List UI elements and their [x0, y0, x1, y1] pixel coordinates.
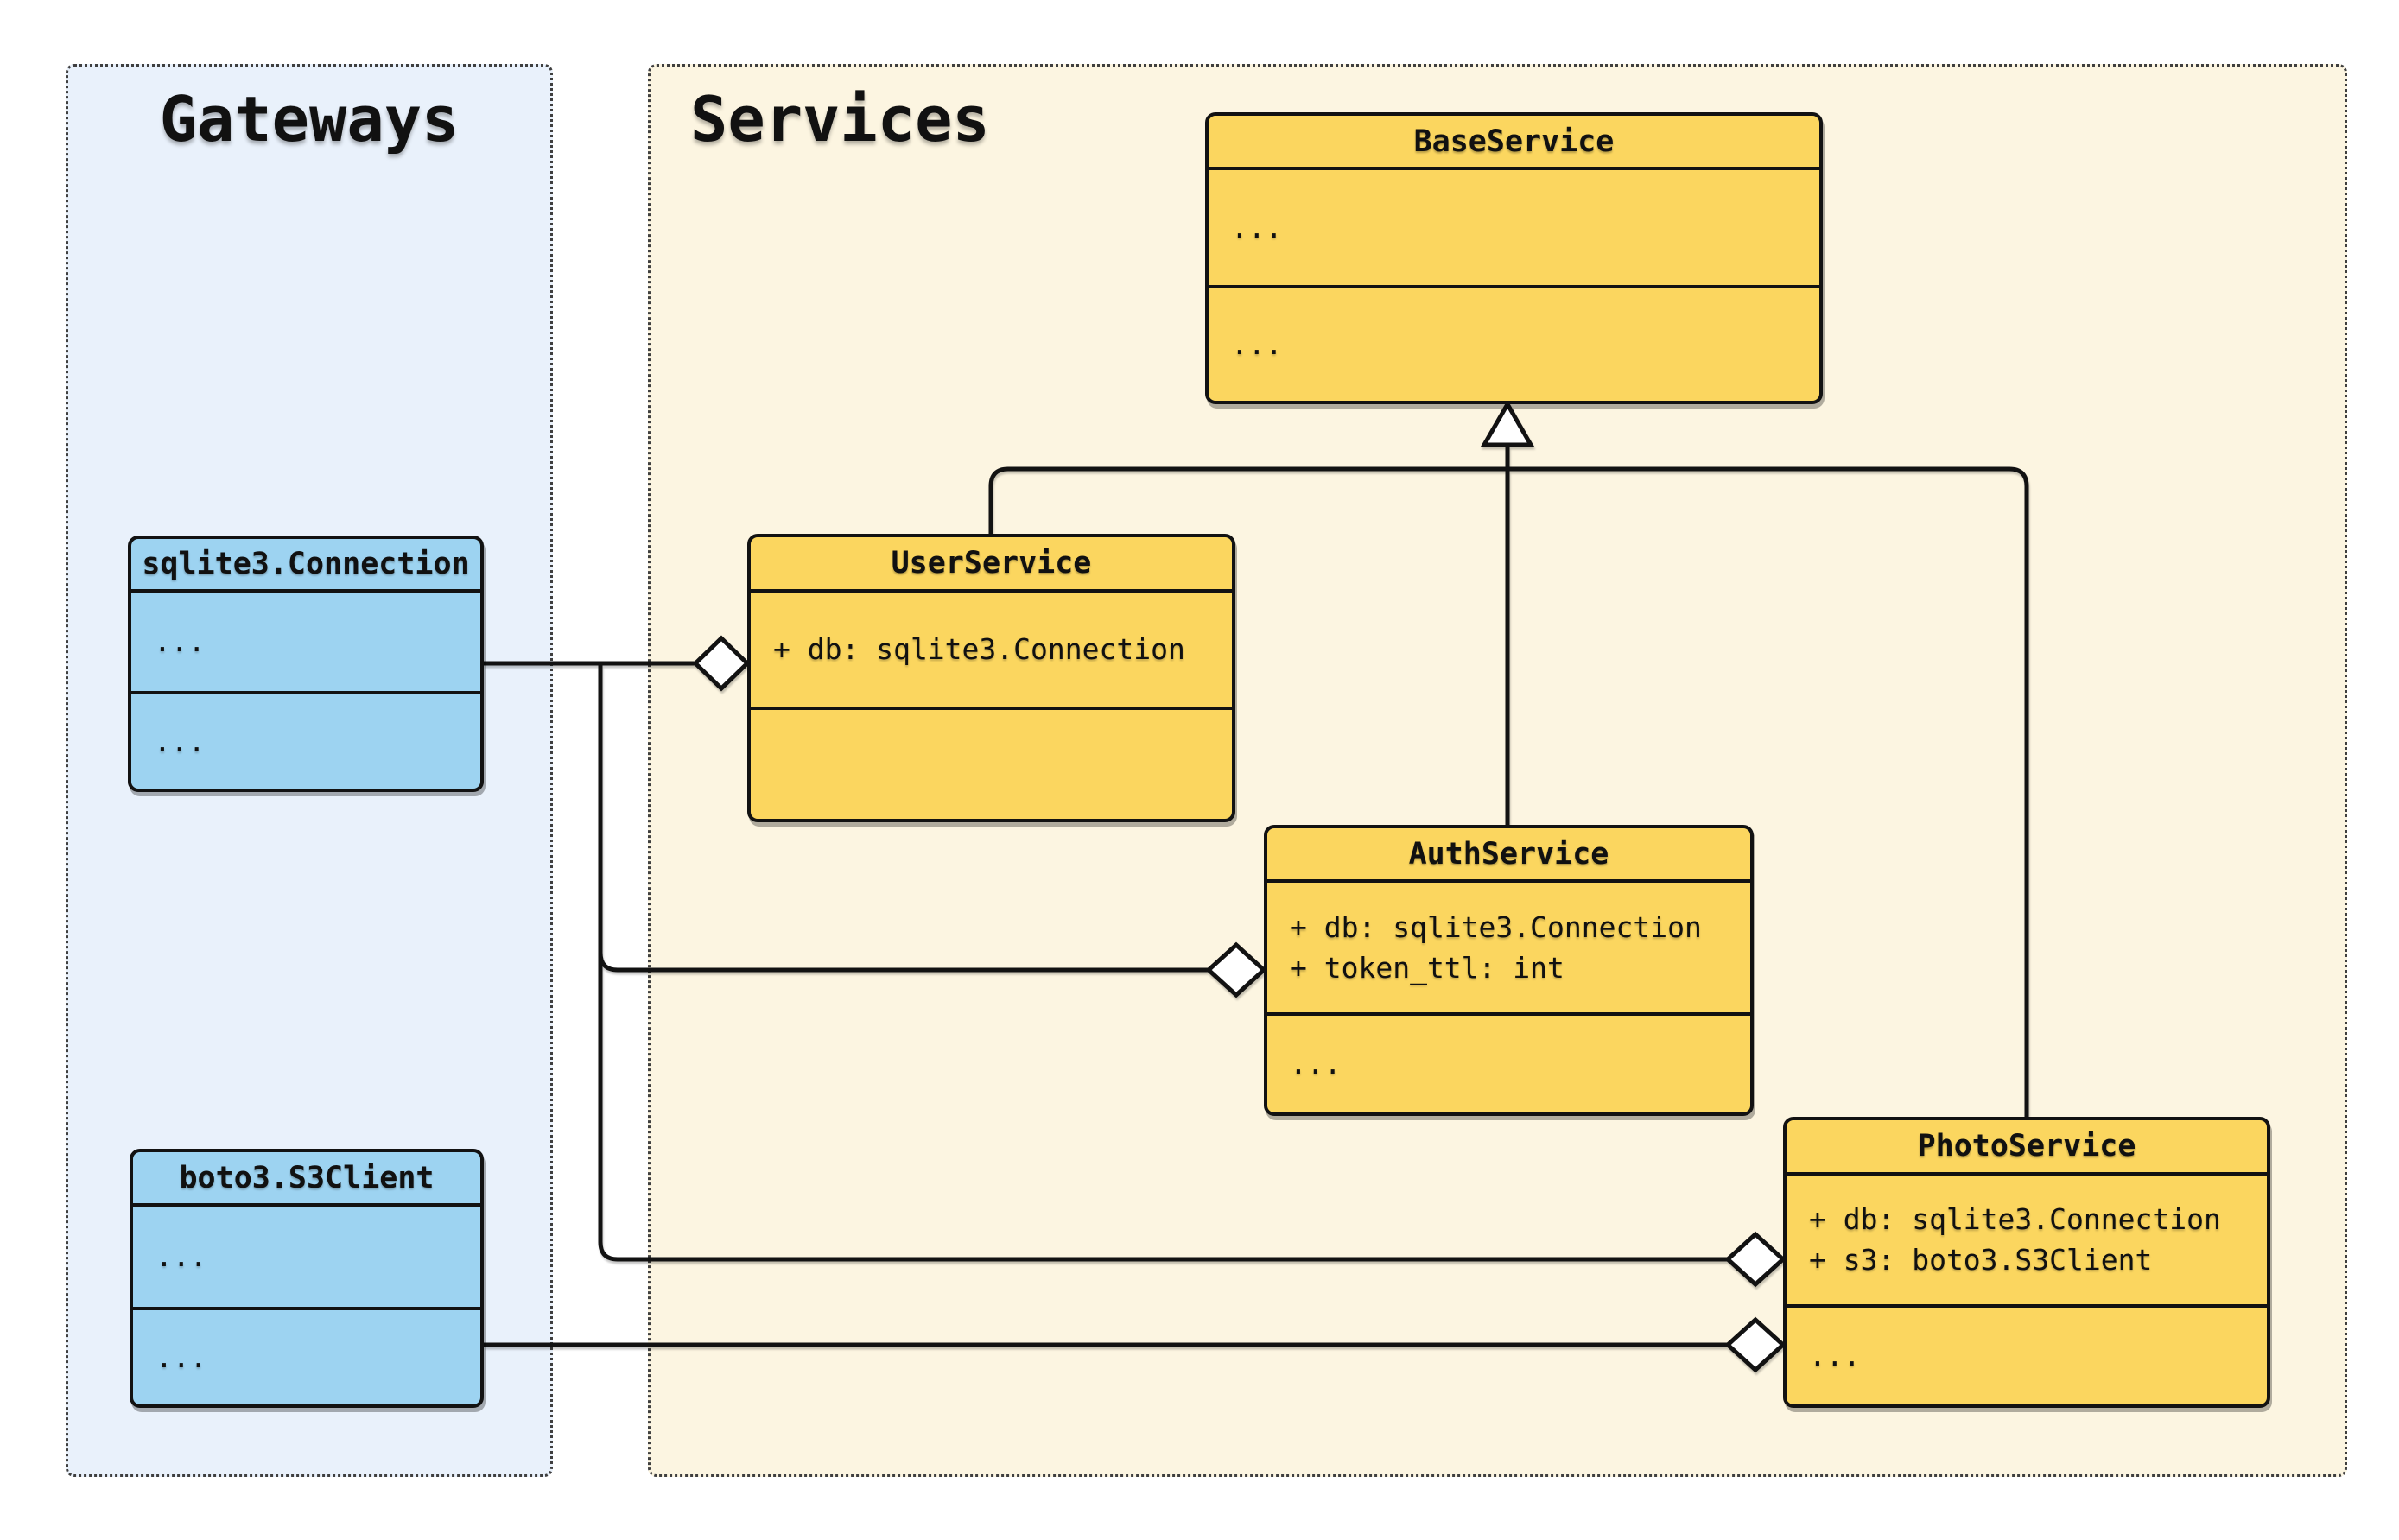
method-line: ... [154, 724, 206, 758]
class-methods: ... [1209, 288, 1819, 401]
aggregation-line-sqlite-authservice [598, 952, 1209, 973]
class-methods: ... [131, 694, 480, 789]
method-line: ... [155, 1340, 207, 1374]
class-methods [751, 710, 1232, 819]
inheritance-triangle-icon [1480, 399, 1535, 447]
group-gateways-title: Gateways [159, 83, 460, 155]
aggregation-line-sqlite-photoservice [598, 663, 1728, 1262]
class-title: UserService [751, 537, 1232, 593]
class-attributes: ... [1209, 170, 1819, 288]
aggregation-diamond-userservice-icon [692, 635, 751, 692]
method-line: ... [1231, 327, 1283, 361]
aggregation-diamond-authservice-icon [1205, 941, 1267, 998]
class-attributes: + db: sqlite3.Connection + token_ttl: in… [1267, 883, 1750, 1016]
class-box-boto3-s3client: boto3.S3Client ... ... [130, 1149, 484, 1408]
attribute-line: + db: sqlite3.Connection [1809, 1202, 2221, 1236]
aggregation-diamond-photoservice-db-icon [1724, 1231, 1787, 1288]
class-attributes: ... [131, 593, 480, 694]
attribute-line: + s3: boto3.S3Client [1809, 1243, 2153, 1277]
class-attributes: + db: sqlite3.Connection + s3: boto3.S3C… [1787, 1176, 2267, 1308]
attribute-line: + db: sqlite3.Connection [773, 632, 1185, 666]
class-title: AuthService [1267, 828, 1750, 883]
attribute-line: ... [155, 1239, 207, 1273]
method-line: ... [1290, 1047, 1342, 1081]
class-methods: ... [1787, 1308, 2267, 1404]
aggregation-diamond-photoservice-s3-icon [1724, 1316, 1787, 1373]
class-methods: ... [133, 1310, 480, 1404]
class-box-baseservice: BaseService ... ... [1205, 112, 1823, 404]
class-attributes: + db: sqlite3.Connection [751, 593, 1232, 710]
class-methods: ... [1267, 1016, 1750, 1112]
class-box-authservice: AuthService + db: sqlite3.Connection + t… [1264, 825, 1754, 1116]
group-services-title: Services [690, 83, 990, 155]
class-box-userservice: UserService + db: sqlite3.Connection [747, 534, 1235, 822]
class-title: PhotoService [1787, 1120, 2267, 1176]
class-attributes: ... [133, 1207, 480, 1310]
class-title: BaseService [1209, 116, 1819, 170]
attribute-line: ... [1231, 210, 1283, 244]
attribute-line: + token_ttl: int [1290, 950, 1564, 985]
class-box-sqlite3-connection: sqlite3.Connection ... ... [128, 536, 484, 792]
class-title: sqlite3.Connection [131, 539, 480, 593]
method-line: ... [1809, 1339, 1861, 1372]
class-title: boto3.S3Client [133, 1152, 480, 1207]
attribute-line: + db: sqlite3.Connection [1290, 909, 1702, 944]
class-box-photoservice: PhotoService + db: sqlite3.Connection + … [1783, 1117, 2270, 1408]
attribute-line: ... [154, 624, 206, 658]
